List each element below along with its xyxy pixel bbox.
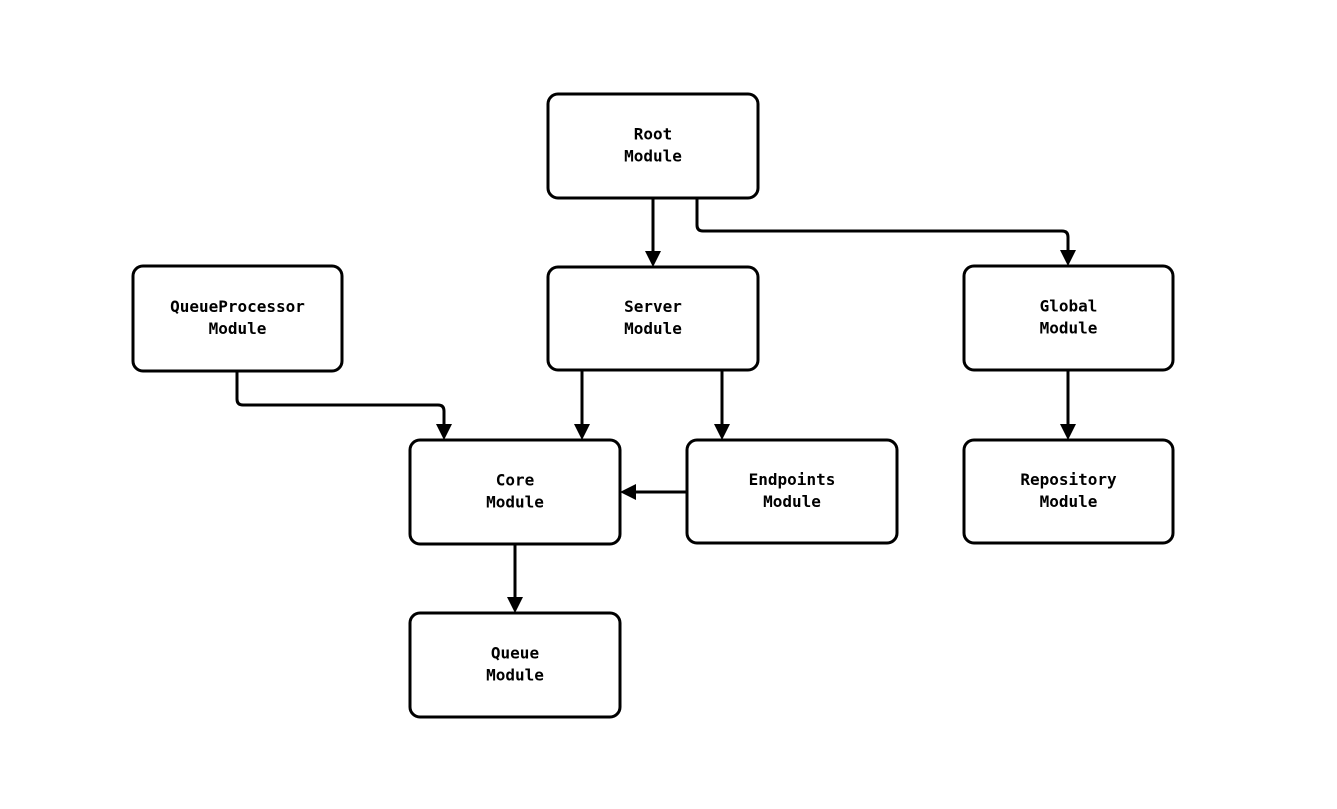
edge-root-to-global-arrowhead-icon bbox=[1060, 250, 1076, 266]
edge-queueprocessor-to-core-line bbox=[235, 371, 446, 425]
queueprocessor-module-label-line1: QueueProcessor bbox=[170, 297, 305, 316]
edge-server-to-core bbox=[574, 370, 590, 440]
queue-module-label-line1: Queue bbox=[491, 644, 539, 663]
endpoints-module-label-line2: Module bbox=[763, 492, 821, 511]
repository-module-label-line1: Repository bbox=[1020, 470, 1117, 489]
global-module-box[interactable] bbox=[962, 264, 1175, 372]
global-module-label-line2: Module bbox=[1040, 319, 1098, 338]
edge-root-to-global bbox=[695, 198, 1076, 266]
edge-queueprocessor-to-core-arrowhead-icon bbox=[436, 424, 452, 440]
root-module-box[interactable] bbox=[546, 92, 760, 200]
edge-root-to-global-line bbox=[695, 198, 1070, 251]
server-module-label-line1: Server bbox=[624, 297, 682, 316]
global-module-label-line1: Global bbox=[1040, 297, 1098, 316]
server-module-label-line2: Module bbox=[624, 319, 682, 338]
queueprocessor-module-label-line2: Module bbox=[209, 319, 267, 338]
core-module-label-line2: Module bbox=[486, 493, 544, 512]
edge-core-to-queue bbox=[507, 544, 523, 613]
edge-queueprocessor-to-core bbox=[235, 371, 452, 440]
endpoints-module-label-line1: Endpoints bbox=[749, 470, 836, 489]
edge-server-to-endpoints-arrowhead-icon bbox=[714, 424, 730, 440]
core-module-label-line1: Core bbox=[496, 471, 535, 490]
edge-core-to-queue-arrowhead-icon bbox=[507, 597, 523, 613]
queueprocessor-module-box[interactable] bbox=[131, 264, 344, 373]
repository-module-box[interactable] bbox=[962, 438, 1175, 545]
endpoints-module-box[interactable] bbox=[685, 438, 899, 545]
edges-layer bbox=[235, 198, 1076, 613]
root-module-label-line2: Module bbox=[624, 147, 682, 166]
queue-module-label-line2: Module bbox=[486, 666, 544, 685]
edge-root-to-server-arrowhead-icon bbox=[645, 251, 661, 267]
server-module-box[interactable] bbox=[546, 265, 760, 372]
edge-server-to-endpoints bbox=[714, 370, 730, 440]
edge-global-to-repository bbox=[1060, 370, 1076, 440]
nodes-layer: RootModuleQueueProcessorModuleServerModu… bbox=[131, 92, 1175, 719]
edge-endpoints-to-core-arrowhead-icon bbox=[620, 484, 636, 500]
core-module-box[interactable] bbox=[408, 438, 622, 546]
edge-server-to-core-arrowhead-icon bbox=[574, 424, 590, 440]
edge-global-to-repository-arrowhead-icon bbox=[1060, 424, 1076, 440]
repository-module-label-line2: Module bbox=[1040, 492, 1098, 511]
queue-module-box[interactable] bbox=[408, 611, 622, 719]
root-module-label-line1: Root bbox=[634, 125, 673, 144]
edge-root-to-server bbox=[645, 198, 661, 267]
edge-endpoints-to-core bbox=[620, 484, 687, 500]
